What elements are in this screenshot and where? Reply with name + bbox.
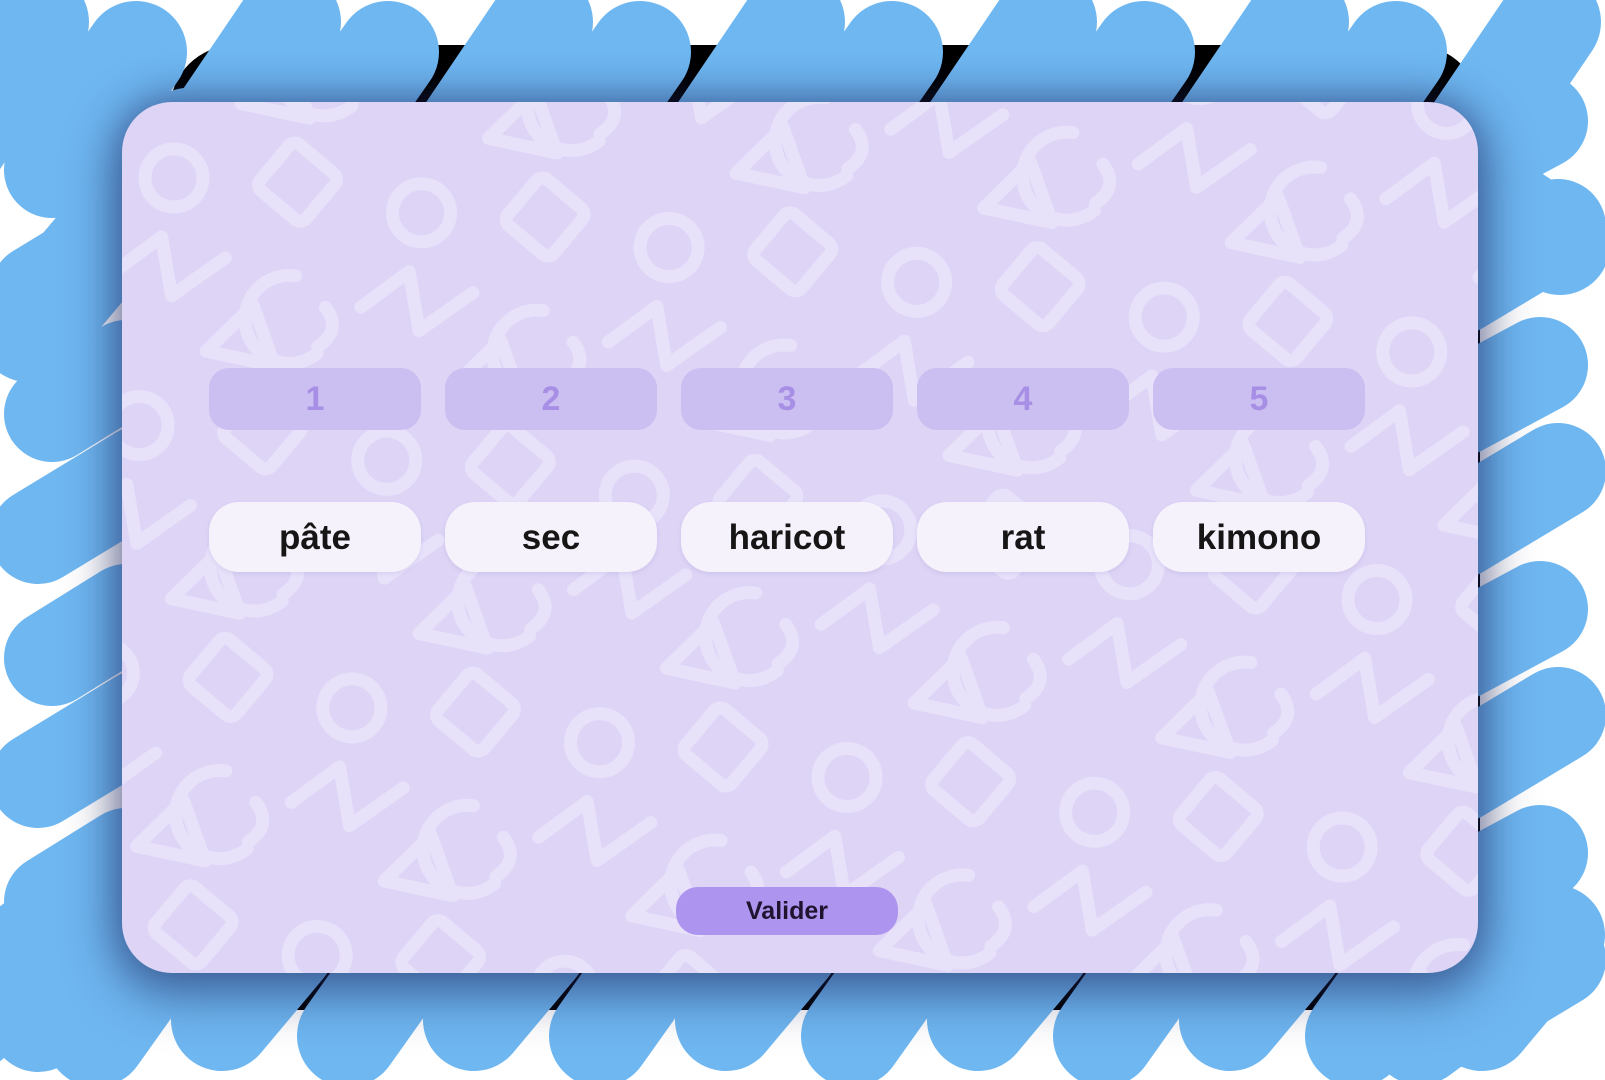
validate-button[interactable]: Valider [676,887,898,935]
validate-button-row: Valider [122,887,1452,935]
slot-number: 4 [1013,380,1033,418]
word-card-5[interactable]: kimono [1153,502,1365,572]
slot-number: 2 [541,380,561,418]
number-slot-2[interactable]: 2 [445,368,657,430]
game-card: 1 2 3 4 5 pâte sec haricot rat kimono Va… [122,102,1478,973]
word-label: sec [521,517,581,557]
word-card-2[interactable]: sec [445,502,657,572]
word-label: haricot [728,517,846,557]
number-slot-1[interactable]: 1 [209,368,421,430]
word-card-3[interactable]: haricot [681,502,893,572]
word-label: rat [1000,517,1046,557]
card-content: 1 2 3 4 5 pâte sec haricot rat kimono Va… [122,102,1478,973]
word-label: kimono [1196,517,1322,557]
number-slot-5[interactable]: 5 [1153,368,1365,430]
word-card-1[interactable]: pâte [209,502,421,572]
number-slot-4[interactable]: 4 [917,368,1129,430]
slot-number: 1 [305,380,325,418]
word-label: pâte [279,517,351,557]
word-cards-row: pâte sec haricot rat kimono [122,502,1452,572]
slot-number: 3 [777,380,797,418]
number-slots-row: 1 2 3 4 5 [122,368,1452,430]
number-slot-3[interactable]: 3 [681,368,893,430]
slot-number: 5 [1249,380,1269,418]
word-card-4[interactable]: rat [917,502,1129,572]
